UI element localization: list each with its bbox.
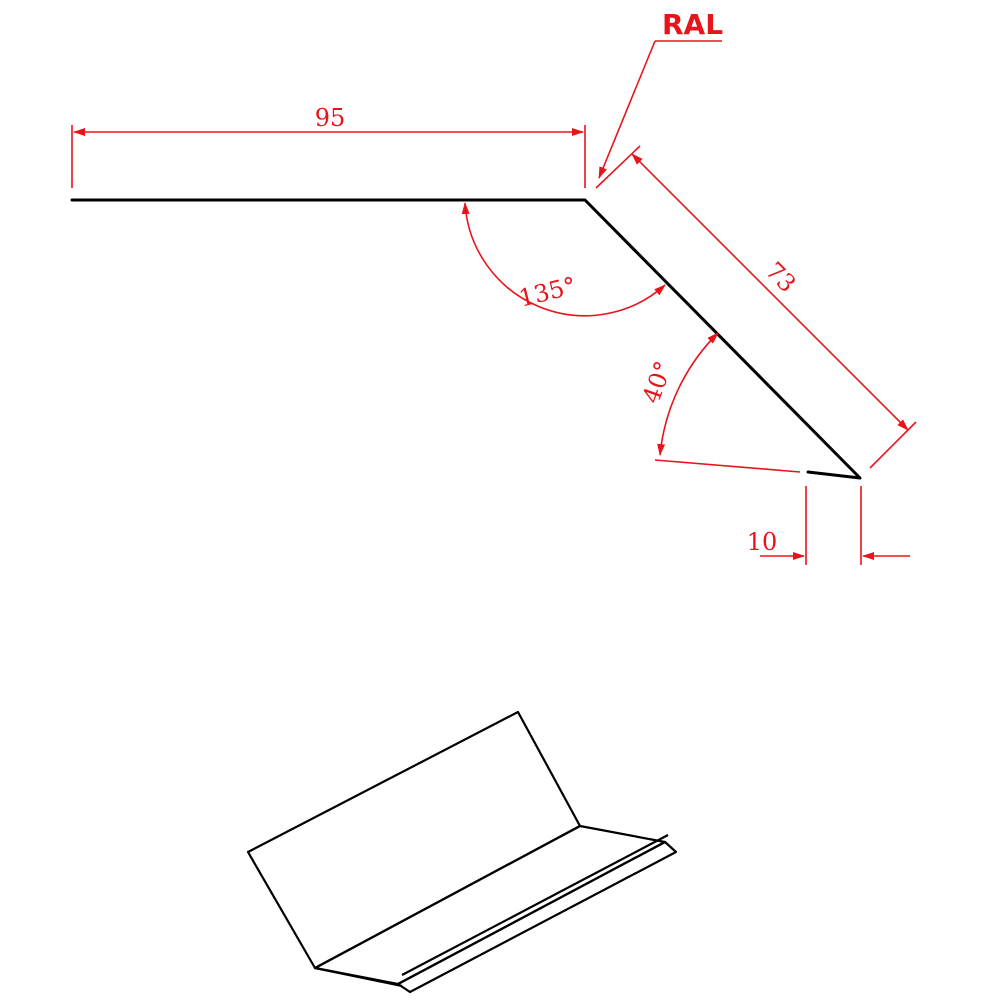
ral-label: RAL <box>662 8 723 41</box>
isometric-view <box>246 710 678 994</box>
extension-line-slope-bottom <box>869 421 917 469</box>
drip-length-label: 10 <box>747 528 778 556</box>
flange-length-label: 95 <box>315 104 346 132</box>
ral-callout: RAL <box>598 8 723 179</box>
bend-angle-label: 135° <box>516 271 579 312</box>
iso-drip-inner-line <box>401 834 669 976</box>
iso-drip-edge <box>396 840 678 994</box>
angle-bend: 135° <box>461 202 666 317</box>
dimension-slope: 73 <box>595 145 917 469</box>
drip-angle-label: 40° <box>637 357 678 407</box>
angle-arc-135 <box>461 202 666 317</box>
dimension-drip: 10 <box>747 486 910 565</box>
profile-outline <box>70 198 862 480</box>
slope-length-label: 73 <box>760 257 801 298</box>
angle-drip: 40° <box>637 332 801 473</box>
dimension-line-slope <box>631 153 909 431</box>
iso-base-edge <box>314 966 403 988</box>
dimension-flange: 95 <box>71 104 586 188</box>
drip-reference-line <box>654 459 801 473</box>
profile-section <box>70 198 862 480</box>
iso-slope-panel <box>313 824 667 986</box>
angle-arc-40 <box>657 332 719 456</box>
extension-line-slope-top <box>595 145 641 189</box>
ral-leader <box>598 40 656 179</box>
